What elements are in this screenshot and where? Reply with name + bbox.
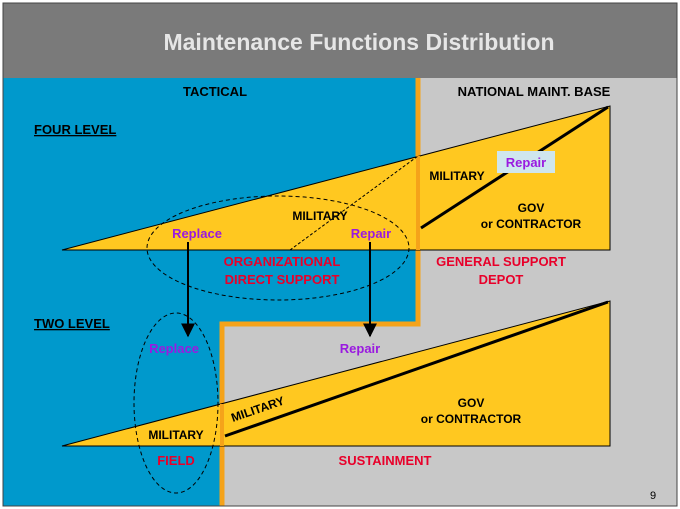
national-base-label: NATIONAL MAINT. BASE	[458, 84, 611, 99]
four-level-repair-left: Repair	[351, 226, 391, 241]
two-level-repair: Repair	[340, 341, 380, 356]
sustainment-label: SUSTAINMENT	[339, 453, 432, 468]
two-level-label: TWO LEVEL	[34, 316, 110, 331]
repair-box	[497, 151, 555, 173]
two-level-wedge	[61, 300, 611, 447]
page-title: Maintenance Functions Distribution	[163, 29, 554, 55]
four-level-military-center: MILITARY	[292, 209, 347, 223]
four-level-military-right: MILITARY	[429, 169, 484, 183]
two-level-military-bottom: MILITARY	[148, 428, 203, 442]
direct-support-label: DIRECT SUPPORT	[225, 272, 340, 287]
two-level-replace: Replace	[149, 341, 199, 356]
general-support-label: GENERAL SUPPORT	[436, 254, 566, 269]
two-level-or-contractor: or CONTRACTOR	[421, 412, 522, 426]
four-level-repair-box-label: Repair	[506, 155, 546, 170]
tactical-label: TACTICAL	[183, 84, 247, 99]
field-label: FIELD	[157, 453, 195, 468]
four-level-dashed-ellipse	[146, 195, 410, 301]
four-level-label: FOUR LEVEL	[34, 122, 116, 137]
depot-label: DEPOT	[479, 272, 524, 287]
organizational-label: ORGANIZATIONAL	[224, 254, 341, 269]
four-level-gov: GOV	[518, 201, 545, 215]
title-bar	[3, 3, 677, 78]
four-level-or-contractor: or CONTRACTOR	[481, 217, 582, 231]
four-level-dashed-split	[289, 155, 419, 251]
four-level-replace: Replace	[172, 226, 222, 241]
page-number: 9	[650, 490, 656, 502]
four-level-wedge	[61, 105, 611, 251]
two-level-split-line	[224, 300, 609, 438]
two-level-gov: GOV	[458, 396, 485, 410]
two-level-dashed-ellipse	[133, 312, 219, 494]
